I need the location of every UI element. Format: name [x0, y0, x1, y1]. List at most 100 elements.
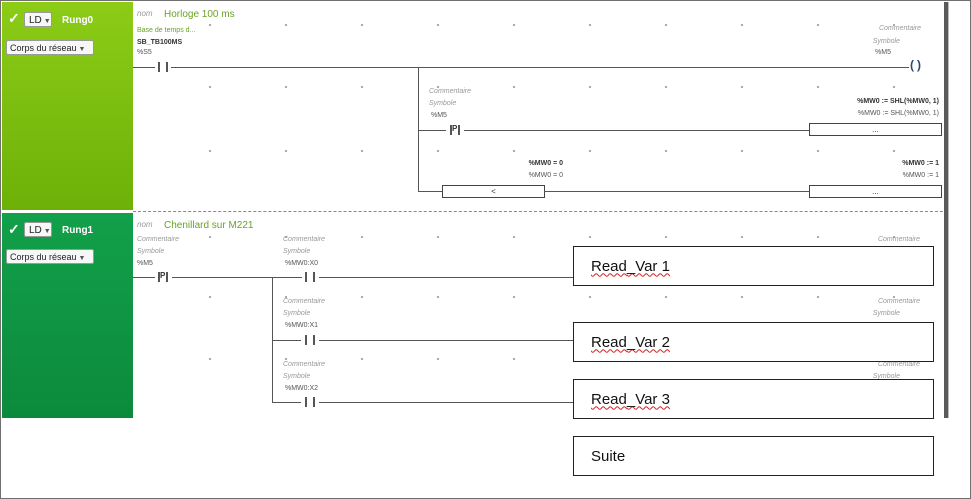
var-suffix: _Var 3 — [626, 390, 670, 408]
grid-dot — [817, 24, 819, 26]
grid-dot — [665, 236, 667, 238]
rung0-title[interactable]: Horloge 100 ms — [164, 9, 235, 20]
read-var-1-box[interactable]: Read_Var 1 — [573, 246, 934, 286]
grid-dot — [893, 86, 895, 88]
nom-label: nom — [137, 220, 153, 229]
grid-dot — [361, 358, 363, 360]
normally-open-contact[interactable] — [301, 335, 319, 345]
chevron-down-icon: ▼ — [78, 46, 86, 53]
grid-dot — [513, 236, 515, 238]
nom-label: nom — [137, 9, 153, 18]
grid-dot — [513, 86, 515, 88]
grid-dot — [893, 150, 895, 152]
rung0-wire — [418, 191, 442, 192]
language-label: LD — [29, 15, 42, 26]
var-suffix: _Var 1 — [626, 257, 670, 275]
grid-dot — [437, 150, 439, 152]
set-expression: %MW0 := 1 — [902, 172, 939, 179]
contact2-address: %MW0:X1 — [285, 322, 319, 329]
right-comment: Commentaire — [877, 298, 920, 305]
coil-address: %M5 — [875, 49, 891, 56]
grid-dot — [209, 358, 211, 360]
grid-dot — [665, 296, 667, 298]
contact2-symbol: Symbole — [283, 310, 311, 317]
grid-dot — [361, 296, 363, 298]
rung0-wire — [418, 130, 446, 131]
contact-address: %S5 — [137, 49, 152, 56]
right-border — [948, 2, 949, 418]
grid-dot — [209, 236, 211, 238]
grid-dot — [209, 150, 211, 152]
rising-edge-contact[interactable] — [446, 125, 464, 135]
operation-block[interactable]: ... — [809, 123, 942, 136]
coil-comment: Commentaire — [878, 25, 921, 32]
grid-dot — [285, 86, 287, 88]
rung0-corps-dropdown[interactable]: Corps du réseau▼ — [6, 40, 94, 55]
rung1-corps-dropdown[interactable]: Corps du réseau▼ — [6, 249, 94, 264]
rung1-wire — [133, 277, 155, 278]
coil-icon[interactable]: () — [910, 58, 924, 72]
corps-label: Corps du réseau — [10, 43, 77, 53]
right-comment: Commentaire — [877, 361, 920, 368]
contact-symbol: SB_TB100MS — [137, 39, 183, 46]
contact1-address: %MW0:X0 — [285, 260, 319, 267]
contact3-comment: Commentaire — [283, 361, 326, 368]
right-comment: Commentaire — [877, 236, 920, 243]
shl-expression: %MW0 := SHL(%MW0, 1) — [857, 110, 939, 117]
grid-dot — [741, 236, 743, 238]
grid-dot — [589, 24, 591, 26]
p-contact-address: %M5 — [431, 112, 447, 119]
grid-dot — [589, 150, 591, 152]
p-mark: P — [160, 271, 166, 280]
grid-dot — [589, 86, 591, 88]
rung0-branch-wire — [418, 67, 419, 191]
grid-dot — [665, 86, 667, 88]
grid-dot — [817, 236, 819, 238]
operation-block[interactable]: ... — [809, 185, 942, 198]
rung1-wire — [172, 277, 302, 278]
rung0-wire — [171, 67, 909, 68]
check-icon[interactable]: ✓ — [8, 10, 20, 26]
rung1-wire — [319, 340, 573, 341]
read-word: Read — [591, 333, 627, 351]
grid-dot — [513, 24, 515, 26]
read-var-3-box[interactable]: Read_Var 3 — [573, 379, 934, 419]
shl-expression-bold: %MW0 := SHL(%MW0, 1) — [857, 98, 939, 105]
p-contact-symbol: Symbole — [429, 100, 457, 107]
grid-dot — [285, 358, 287, 360]
rung0-wire — [544, 191, 809, 192]
p-contact-comment: Commentaire — [137, 236, 180, 243]
read-var-2-box[interactable]: Read_Var 2 — [573, 322, 934, 362]
rung1-language-dropdown[interactable]: LD▼ — [24, 222, 52, 237]
compare-block[interactable]: < — [442, 185, 545, 198]
grid-dot — [209, 86, 211, 88]
rung0-language-dropdown[interactable]: LD▼ — [24, 12, 52, 27]
rung0-name: Rung0 — [62, 15, 94, 26]
contact2-comment: Commentaire — [283, 298, 326, 305]
grid-dot — [437, 24, 439, 26]
normally-open-contact[interactable] — [154, 62, 172, 72]
grid-dot — [817, 296, 819, 298]
grid-dot — [665, 150, 667, 152]
grid-dot — [589, 296, 591, 298]
grid-dot — [361, 86, 363, 88]
chevron-down-icon: ▼ — [43, 228, 51, 235]
rung1-title[interactable]: Chenillard sur M221 — [164, 220, 254, 231]
normally-open-contact[interactable] — [301, 272, 319, 282]
check-icon[interactable]: ✓ — [8, 221, 20, 237]
p-mark: P — [452, 124, 458, 133]
normally-open-contact[interactable] — [301, 397, 319, 407]
contact-description: Base de temps d... — [137, 27, 196, 34]
grid-dot — [893, 24, 895, 26]
rung1-wire — [319, 402, 573, 403]
rung-separator — [133, 211, 948, 212]
rising-edge-contact[interactable] — [154, 272, 172, 282]
suite-box[interactable]: Suite — [573, 436, 934, 476]
grid-dot — [893, 236, 895, 238]
p-contact-address: %M5 — [137, 260, 153, 267]
set-expression-bold: %MW0 := 1 — [902, 160, 939, 167]
p-contact-comment: Commentaire — [429, 88, 472, 95]
grid-dot — [741, 86, 743, 88]
grid-dot — [513, 358, 515, 360]
coil-symbol: Symbole — [872, 38, 900, 45]
